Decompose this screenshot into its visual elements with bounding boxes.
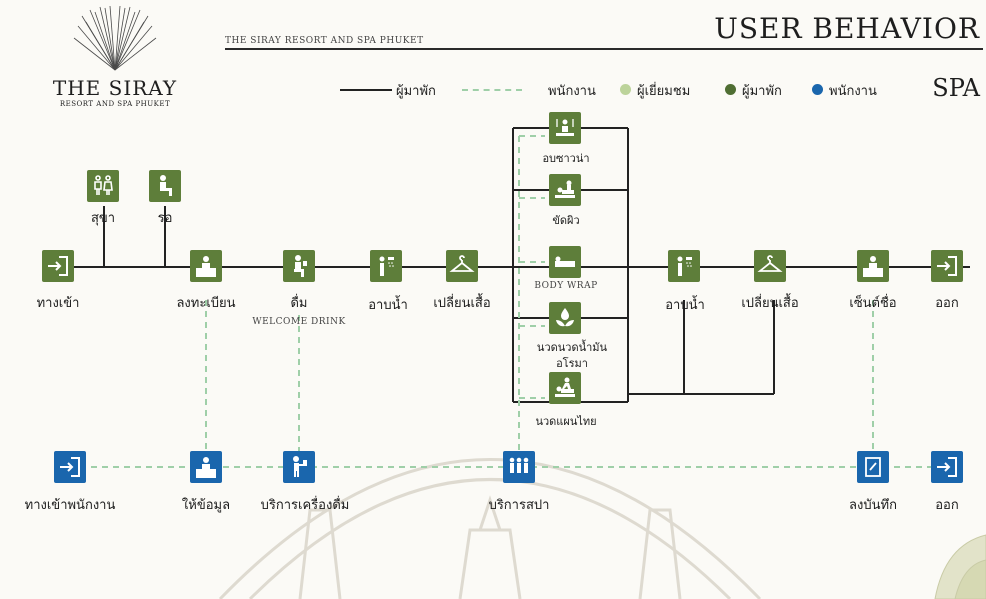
steam-label: อบซาวน่า bbox=[542, 152, 590, 165]
header-rule bbox=[225, 48, 983, 50]
aroma-oil-icon bbox=[549, 302, 581, 334]
toilet-label: สุขา bbox=[90, 211, 116, 226]
spa-service-label: บริการสปา bbox=[488, 498, 550, 513]
thai-massage-icon bbox=[549, 372, 581, 404]
register-label: ลงทะเบียน bbox=[176, 296, 236, 311]
shower-icon-2 bbox=[668, 250, 700, 282]
exit-icon bbox=[931, 250, 963, 282]
record-icon bbox=[857, 451, 889, 483]
scrub-label: ขัดผิว bbox=[552, 214, 580, 227]
body-wrap-icon bbox=[549, 246, 581, 278]
shower-label: อาบน้ำ bbox=[368, 298, 408, 313]
aroma-label-line1: นวดนวดน้ำมัน bbox=[536, 341, 608, 354]
palm-leaf-decoration bbox=[934, 534, 986, 599]
thai-massage-label: นวดแผนไทย bbox=[535, 415, 597, 428]
drink-service-label: บริการเครื่องดื่ม bbox=[260, 498, 350, 513]
welcome-drink-label: WELCOME DRINK bbox=[252, 317, 346, 327]
entrance-label: ทางเข้า bbox=[36, 296, 80, 311]
sign-desk-icon bbox=[857, 250, 889, 282]
legend-guest-label: ผู้มาพัก bbox=[742, 84, 782, 99]
staff-entrance-label: ทางเข้าพนักงาน bbox=[24, 498, 116, 513]
hanger-icon bbox=[446, 250, 478, 282]
record-label: ลงบันทึก bbox=[849, 498, 897, 513]
legend-staff-label: พนักงาน bbox=[829, 84, 877, 99]
legend-visitor-label: ผู้เยี่ยมชม bbox=[637, 84, 691, 99]
drink-service-icon bbox=[283, 451, 315, 483]
info-label: ให้ข้อมูล bbox=[181, 498, 231, 513]
change-label-2: เปลี่ยนเสื้อ bbox=[741, 296, 799, 311]
top-caption: THE SIRAY RESORT AND SPA PHUKET bbox=[225, 36, 424, 46]
legend-guest-dot bbox=[725, 84, 736, 95]
siray-logo-icon bbox=[73, 6, 157, 71]
spa-service-staff-icon bbox=[503, 451, 535, 483]
info-desk-icon bbox=[190, 451, 222, 483]
shower-icon bbox=[370, 250, 402, 282]
entrance-icon bbox=[42, 250, 74, 282]
legend-staff-line bbox=[462, 89, 522, 91]
brand-name: THE SIRAY bbox=[52, 76, 178, 100]
wait-label: รอ bbox=[157, 211, 173, 226]
staff-exit-icon bbox=[931, 451, 963, 483]
legend-guest-line-label: ผู้มาพัก bbox=[396, 84, 436, 99]
toilet-icon bbox=[87, 170, 119, 202]
wait-seat-icon bbox=[149, 170, 181, 202]
staff-exit-label: ออก bbox=[935, 498, 959, 513]
legend-guest-line bbox=[340, 89, 392, 91]
legend-visitor-dot bbox=[620, 84, 631, 95]
legend-staff-dot bbox=[812, 84, 823, 95]
body-wrap-label: BODY WRAP bbox=[534, 281, 598, 291]
page-title: USER BEHAVIOR bbox=[714, 12, 980, 45]
section-title: SPA bbox=[932, 74, 980, 102]
steam-sauna-icon bbox=[549, 112, 581, 144]
staff-entrance-icon bbox=[54, 451, 86, 483]
brand-tagline: RESORT AND SPA PHUKET bbox=[59, 100, 171, 108]
hanger-icon-2 bbox=[754, 250, 786, 282]
drink-icon bbox=[283, 250, 315, 282]
drink-label: ดื่ม bbox=[290, 296, 308, 311]
scrub-icon bbox=[549, 174, 581, 206]
sign-label: เซ็นต์ชื่อ bbox=[849, 296, 897, 311]
exit-label: ออก bbox=[935, 296, 959, 311]
shower-label-2: อาบน้ำ bbox=[665, 298, 705, 313]
legend-staff-line-label: พนักงาน bbox=[548, 84, 596, 99]
watermark-emblem bbox=[218, 458, 762, 599]
aroma-label-line2: อโรมา bbox=[556, 357, 588, 370]
register-desk-icon bbox=[190, 250, 222, 282]
change-label: เปลี่ยนเสื้อ bbox=[433, 296, 491, 311]
